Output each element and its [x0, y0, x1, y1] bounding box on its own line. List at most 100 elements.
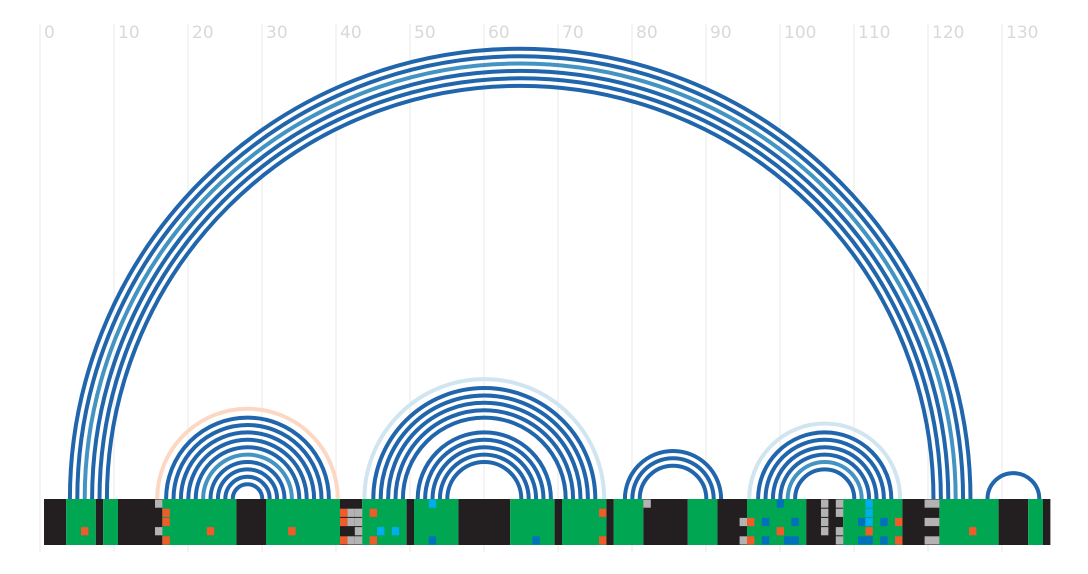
track-mark-0 — [155, 499, 163, 508]
track-mark-59 — [932, 499, 940, 508]
track-mark-39 — [821, 499, 829, 508]
track-segment-27 — [1028, 499, 1043, 545]
arc-halos — [155, 377, 903, 500]
track-mark-51 — [865, 527, 873, 536]
arc-3-1 — [630, 456, 716, 500]
track-segment-10 — [406, 499, 414, 545]
arc-4-0 — [756, 430, 894, 500]
track-segment-1 — [66, 499, 96, 545]
track-mark-27 — [643, 499, 651, 508]
track-segment-2 — [95, 499, 104, 545]
track-segment-9 — [362, 499, 407, 545]
x-tick-label-0: 0 — [44, 23, 55, 43]
track-mark-58 — [924, 499, 932, 508]
x-tick-label-4: 40 — [340, 23, 362, 43]
track-segment-6 — [236, 499, 266, 545]
track-mark-3 — [155, 527, 163, 536]
x-tick-label-10: 100 — [784, 23, 816, 43]
track-mark-35 — [776, 527, 784, 536]
arc-halo-2 — [362, 377, 607, 500]
track-mark-5 — [81, 527, 89, 536]
track-mark-25 — [599, 508, 607, 517]
track-mark-60 — [924, 517, 932, 527]
arc-2-7 — [430, 445, 539, 500]
track-mark-33 — [761, 536, 770, 545]
x-tick-label-3: 30 — [266, 23, 288, 43]
x-tick-label-9: 90 — [710, 23, 732, 43]
arc-1-2 — [178, 430, 317, 500]
arc-0-5 — [104, 83, 936, 500]
x-tick-label-11: 110 — [858, 23, 890, 43]
arc-2-6 — [423, 437, 546, 500]
track-mark-36 — [791, 517, 799, 527]
track-mark-22 — [428, 499, 437, 508]
track-mark-54 — [880, 517, 888, 527]
arc-3-2 — [637, 463, 709, 500]
track-mark-41 — [821, 517, 829, 527]
track-mark-31 — [739, 536, 747, 545]
x-tick-label-12: 120 — [932, 23, 964, 43]
track-mark-7 — [288, 527, 296, 536]
track-segment-25 — [939, 499, 999, 545]
track-mark-48 — [865, 508, 873, 517]
grid-layer — [39, 24, 1003, 552]
arc-2-1 — [378, 393, 590, 500]
x-tick-label-7: 70 — [562, 23, 584, 43]
track-mark-44 — [835, 508, 844, 517]
track-mark-43 — [835, 499, 844, 508]
arc-2-2 — [386, 400, 583, 500]
track-mark-26 — [599, 536, 607, 545]
arc-0-4 — [97, 76, 943, 500]
arc-2-4 — [400, 415, 568, 500]
track-mark-49 — [858, 517, 866, 527]
arc-4-2 — [770, 445, 879, 500]
x-tick-label-8: 80 — [636, 23, 658, 43]
arc-1-7 — [215, 467, 280, 500]
arc-0-2 — [82, 61, 958, 500]
track-mark-10 — [340, 536, 348, 545]
track-mark-29 — [747, 517, 755, 527]
track-mark-62 — [924, 536, 932, 545]
track-mark-21 — [391, 527, 400, 536]
track-mark-56 — [895, 517, 903, 527]
track-mark-11 — [347, 508, 355, 517]
track-mark-24 — [532, 536, 540, 545]
track-mark-13 — [354, 508, 363, 517]
arc-4-1 — [763, 437, 886, 500]
track-mark-57 — [895, 536, 903, 545]
arc-2-0 — [371, 386, 598, 500]
arc-0-3 — [90, 68, 951, 500]
track-mark-40 — [821, 508, 829, 517]
arc-halo-1 — [155, 406, 340, 500]
arc-2-5 — [415, 430, 553, 500]
track-segment-7 — [266, 499, 340, 545]
arc-halo-4 — [747, 421, 903, 500]
track-mark-46 — [835, 536, 844, 545]
arc-4-3 — [778, 452, 872, 500]
track-mark-30 — [761, 517, 770, 527]
arc-2-9 — [445, 460, 524, 500]
track-mark-53 — [865, 536, 873, 545]
track-mark-52 — [858, 536, 866, 545]
track-mark-55 — [880, 536, 888, 545]
track-mark-19 — [369, 536, 377, 545]
track-segment-5 — [162, 499, 237, 545]
track-mark-23 — [428, 536, 437, 545]
track-mark-20 — [377, 527, 385, 536]
track-segment-12 — [458, 499, 511, 545]
arc-1-9 — [230, 482, 265, 500]
track-segment-14 — [554, 499, 562, 545]
arc-4-5 — [793, 467, 857, 500]
arc-1-5 — [201, 452, 294, 500]
track-mark-45 — [835, 527, 844, 536]
arc-1-0 — [164, 415, 331, 500]
arc-1-3 — [186, 437, 309, 500]
track-mark-47 — [865, 499, 873, 508]
x-tick-label-1: 10 — [118, 23, 140, 43]
track-segment-26 — [998, 499, 1029, 545]
track-mark-61 — [932, 517, 940, 527]
track-mark-32 — [747, 536, 755, 545]
track-segment-19 — [687, 499, 718, 545]
track-mark-37 — [784, 536, 792, 545]
